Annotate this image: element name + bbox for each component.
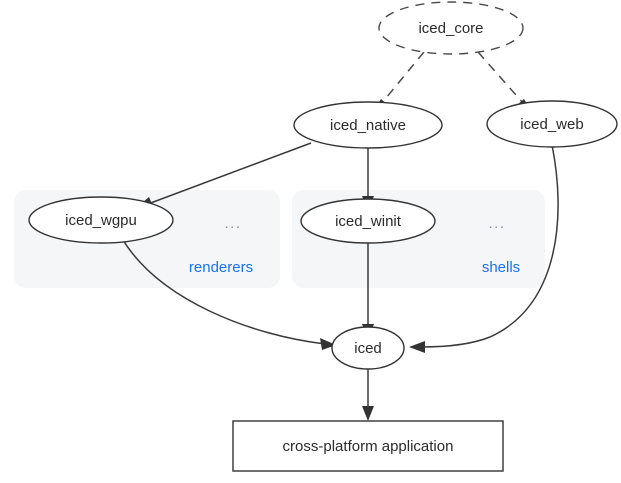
node-iced-wgpu-label: iced_wgpu [65,212,137,229]
node-iced-core-label: iced_core [418,20,483,37]
node-iced-wgpu-shape[interactable] [28,196,174,244]
node-iced-web-shape[interactable] [486,100,618,148]
cluster-shells-ellipsis: ... [488,215,505,232]
node-iced-web-label: iced_web [520,116,583,133]
edge-iced-core-to-iced-native [380,51,425,105]
node-iced-shape[interactable] [331,326,405,370]
cluster-shells-label: shells [482,259,520,276]
cluster-renderers-ellipsis: ... [224,215,241,232]
arrowhead-iced-web-to-iced [409,341,425,353]
arrowhead-iced-wgpu-to-iced [320,338,336,350]
node-iced-label: iced [354,340,382,357]
node-application-label: cross-platform application [283,438,454,455]
edge-iced-web-to-iced [420,144,559,348]
node-iced-native-label: iced_native [330,117,406,134]
node-application-shape[interactable] [232,420,504,472]
arrowhead-iced-to-application [362,406,374,421]
node-iced-core-shape[interactable] [378,1,524,55]
edge-iced-wgpu-to-iced [122,239,326,345]
edge-iced-native-to-iced-wgpu [147,142,312,205]
cluster-renderers-label: renderers [189,259,253,276]
node-iced-native-shape[interactable] [293,101,443,149]
edge-iced-core-to-iced-web [477,51,525,105]
node-iced-winit-shape[interactable] [300,198,436,244]
node-iced-winit-label: iced_winit [335,213,402,230]
